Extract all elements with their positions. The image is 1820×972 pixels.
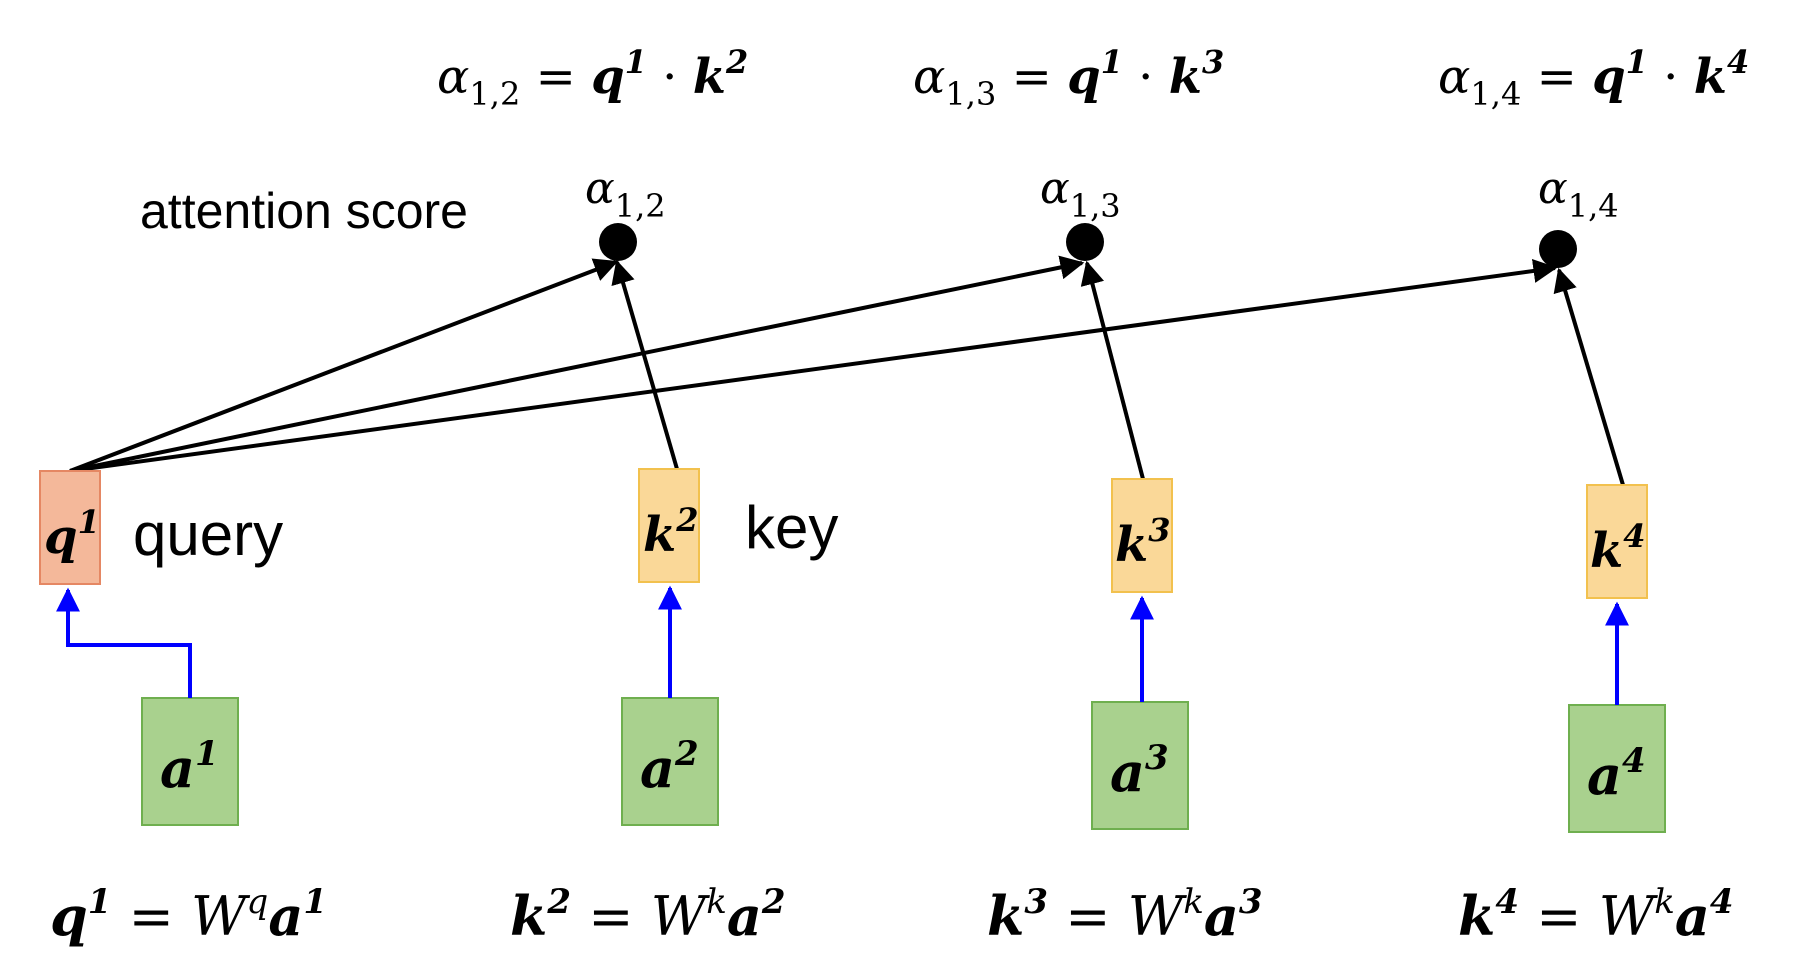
score-node-1-4 [1539, 230, 1577, 268]
score-node-1-3 [1066, 223, 1104, 261]
key-label: key [745, 494, 838, 561]
formula-alpha-1-2: α1,2 = q1 · k2 [437, 43, 748, 113]
query-label: query [133, 501, 283, 568]
input-box-3-symbol: a3 [1110, 738, 1169, 804]
arrow-q1-to-score-1-3 [69, 255, 1085, 473]
query-box-symbol: q1 [44, 503, 100, 565]
formula-k3: k3 = Wka3 [987, 882, 1262, 948]
formula-k4: k4 = Wka4 [1458, 882, 1733, 948]
input-box-3 [1091, 701, 1189, 830]
input-box-2-symbol: a2 [640, 734, 699, 800]
attention-score-label: attention score [140, 183, 468, 239]
key-box-4 [1586, 484, 1648, 599]
arrow-k4-to-score-1-4 [1553, 267, 1625, 486]
arrow-k2-to-score-1-2 [611, 259, 679, 470]
key-box-3 [1111, 478, 1173, 593]
arrow-q1-to-score-1-2 [69, 258, 619, 473]
input-box-4-symbol: a4 [1587, 741, 1646, 807]
input-box-1-symbol: a1 [160, 734, 219, 800]
arrow-k3-to-score-1-3 [1080, 260, 1145, 480]
query-box [39, 470, 101, 585]
key-box-4-symbol: k4 [1590, 517, 1646, 579]
formula-alpha-1-4: α1,4 = q1 · k4 [1438, 43, 1749, 113]
blue-arrow-a1-to-q1 [56, 587, 192, 698]
arrow-q1-to-score-1-4 [69, 259, 1558, 473]
formula-q1: q1 = Wqa1 [50, 882, 327, 948]
key-box-2 [638, 468, 700, 583]
score-label-1-3: α1,3 [1040, 163, 1121, 225]
formula-k2: k2 = Wka2 [510, 882, 785, 948]
input-box-1 [141, 697, 239, 826]
input-box-2 [621, 697, 719, 826]
key-box-2-symbol: k2 [643, 501, 699, 563]
score-node-1-2 [599, 223, 637, 261]
score-label-1-2: α1,2 [585, 163, 666, 225]
key-box-3-symbol: k3 [1115, 511, 1171, 573]
formula-alpha-1-3: α1,3 = q1 · k3 [913, 43, 1224, 113]
score-label-1-4: α1,4 [1538, 163, 1619, 225]
